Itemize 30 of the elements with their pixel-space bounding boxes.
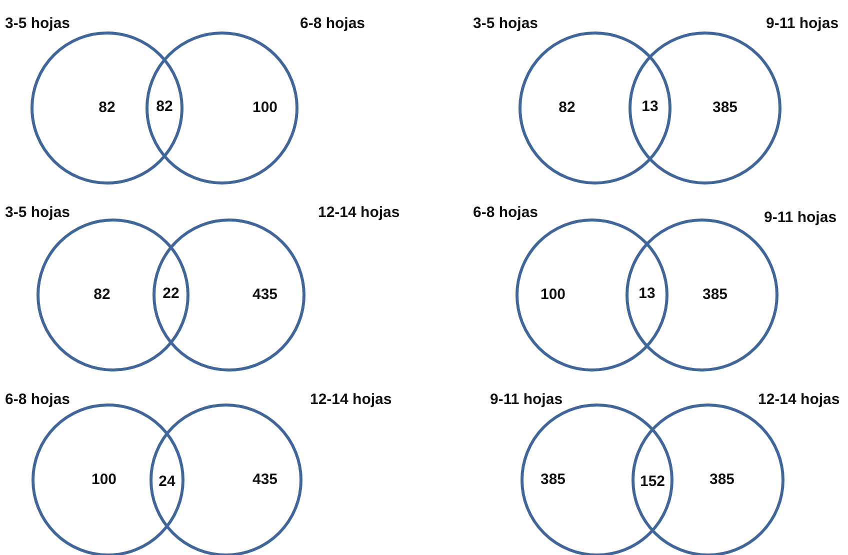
set-heading: 6-8 hojas [300,15,366,32]
set-heading: 9-11 hojas [766,15,839,32]
intersection-count: 13 [642,98,658,115]
set-count: 385 [709,471,735,488]
set-count: 435 [252,286,278,303]
set-count: 82 [558,99,576,116]
set-count: 100 [540,286,566,303]
intersection-count: 13 [638,285,656,302]
set-count: 100 [252,99,278,116]
intersection-count: 152 [640,473,666,490]
set-heading: 12-14 hojas [318,204,400,221]
set-heading: 12-14 hojas [310,391,392,408]
set-count: 82 [98,99,116,116]
set-count: 100 [91,471,117,488]
set-count: 385 [702,286,728,303]
set-heading: 6-8 hojas [473,204,538,221]
set-heading: 9-11 hojas [764,209,837,226]
intersection-count: 24 [158,473,176,490]
set-count: 385 [540,471,566,488]
set-heading: 9-11 hojas [490,391,563,408]
set-heading: 12-14 hojas [758,391,840,408]
set-heading: 3-5 hojas [473,15,538,32]
set-heading: 6-8 hojas [5,391,70,408]
set-count: 385 [712,99,738,116]
intersection-count: 22 [162,285,180,302]
set-count: 82 [94,286,110,303]
set-heading: 3-5 hojas [5,15,70,32]
intersection-count: 82 [156,98,173,115]
set-count: 435 [252,471,278,488]
set-heading: 3-5 hojas [5,204,70,221]
